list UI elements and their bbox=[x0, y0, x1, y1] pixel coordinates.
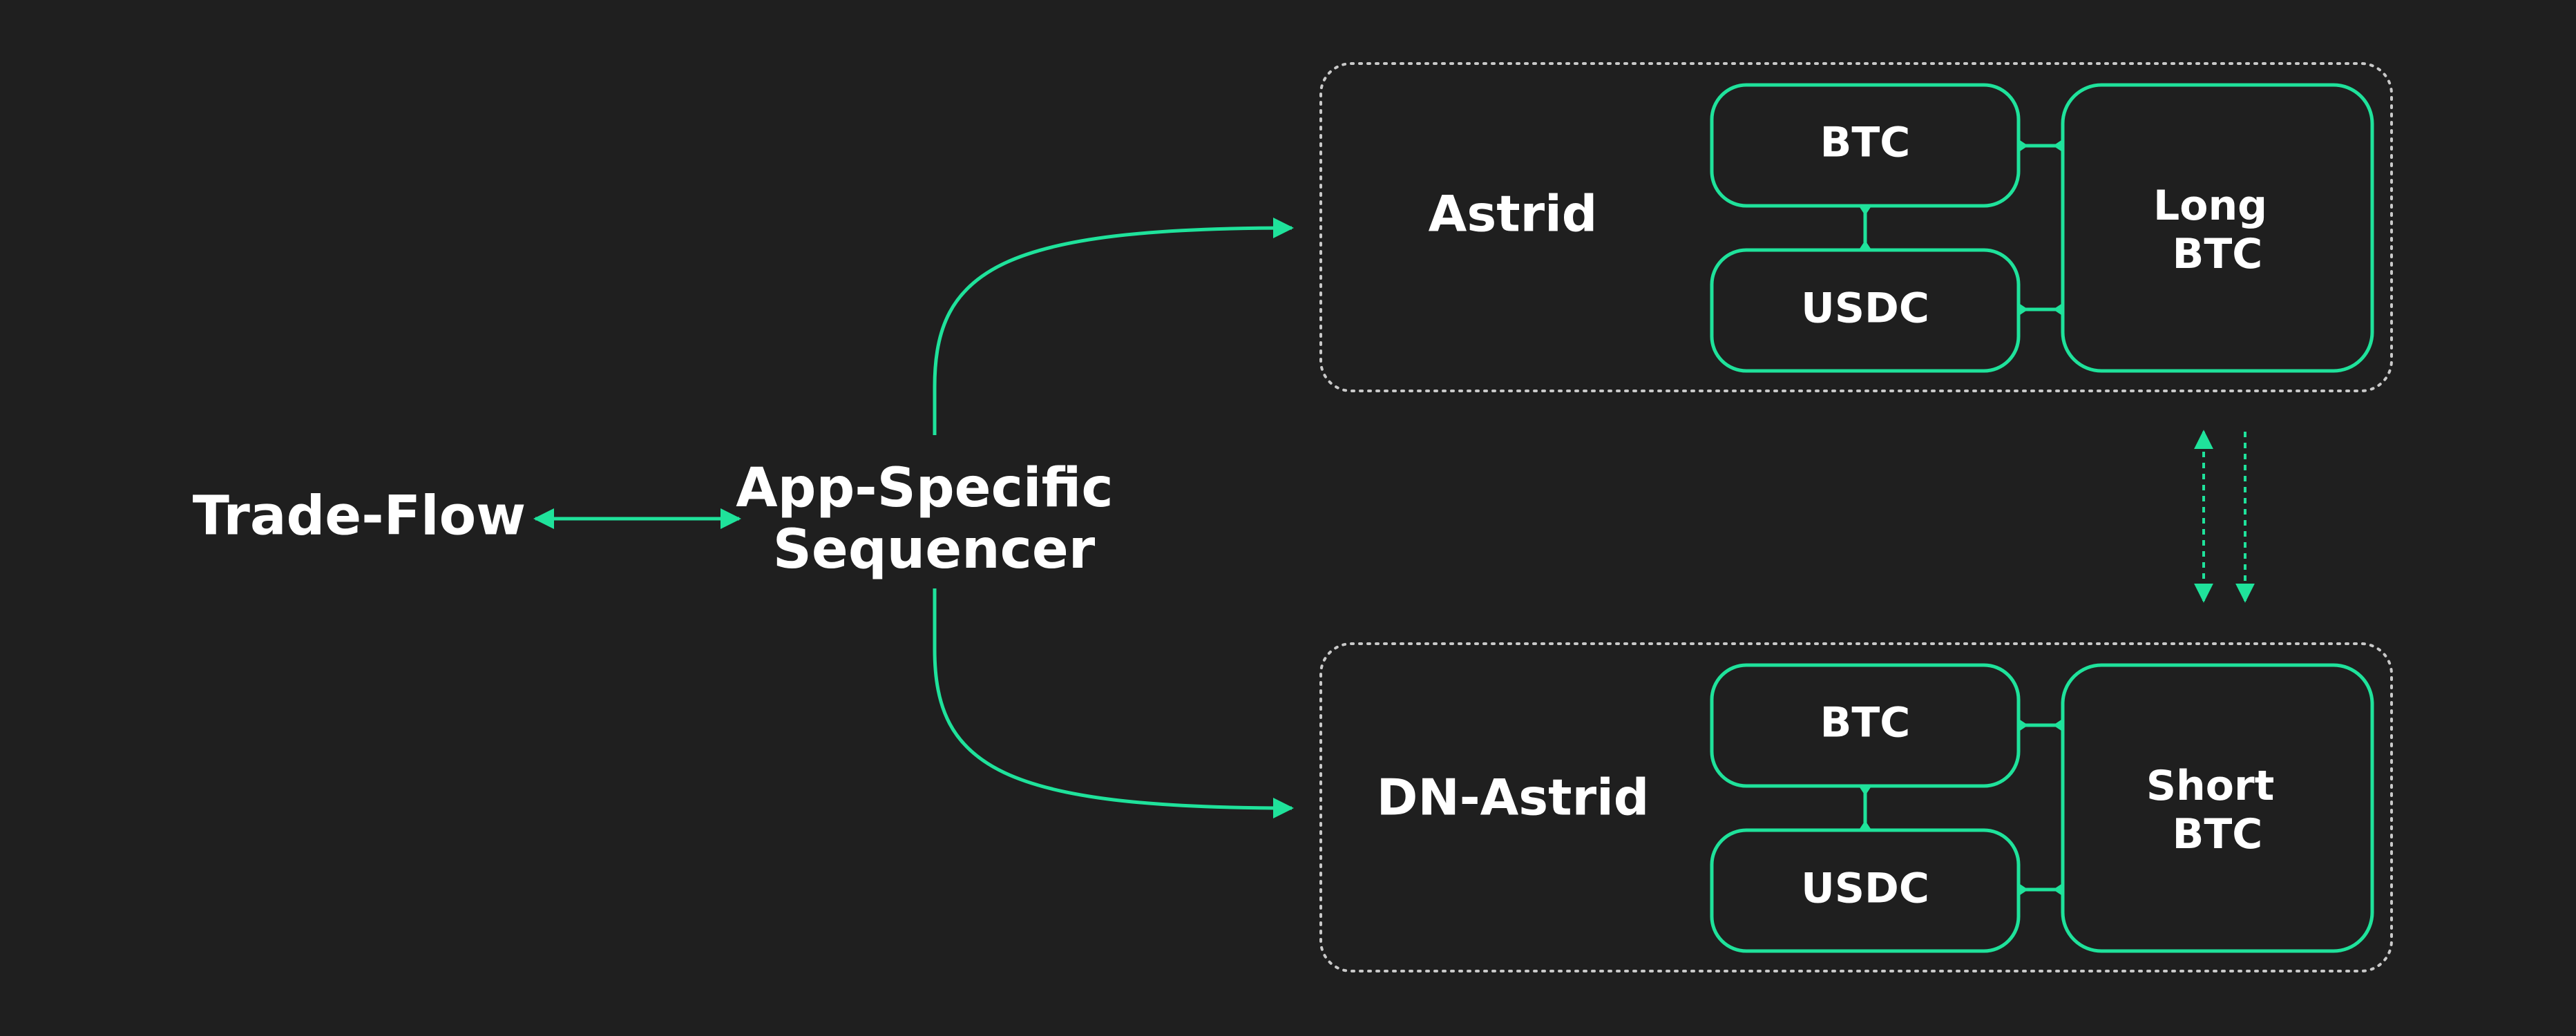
dn-astrid-short-btc-box bbox=[2061, 663, 2374, 953]
astrid-long-btc-label: Long BTC bbox=[2153, 182, 2282, 278]
sequencer-to-astrid-connector bbox=[933, 218, 1294, 435]
sequencer-label-line-2: Sequencer bbox=[773, 519, 1096, 581]
sequencer-label: App-Specific Sequencer bbox=[736, 457, 1132, 581]
dn-astrid-vault-frame bbox=[1319, 642, 2393, 972]
dn-astrid-btc-label: BTC bbox=[1820, 699, 1911, 747]
trade-flow-label: Trade-Flow bbox=[193, 485, 526, 547]
astrid-vault: Astrid BTC USDC Long BTC bbox=[1319, 62, 2393, 392]
astrid-usdc-pill bbox=[1710, 248, 2021, 373]
dn-astrid-usdc-pill bbox=[1710, 828, 2021, 953]
astrid-vault-title: Astrid bbox=[1429, 185, 1598, 243]
dn-astrid-short-btc-label: Short BTC bbox=[2146, 762, 2289, 858]
astrid-position-line-1: Long bbox=[2153, 182, 2267, 230]
dn-astrid-vault-title: DN-Astrid bbox=[1377, 769, 1650, 827]
dn-astrid-usdc-label: USDC bbox=[1801, 865, 1929, 913]
sequencer-label-line-1: App-Specific bbox=[736, 457, 1113, 519]
dn-astrid-btc-pill bbox=[1710, 663, 2021, 788]
astrid-usdc-label: USDC bbox=[1801, 285, 1929, 333]
dn-astrid-position-line-1: Short bbox=[2146, 762, 2274, 810]
dn-astrid-vault: DN-Astrid BTC USDC Short BTC bbox=[1319, 642, 2393, 972]
astrid-position-line-2: BTC bbox=[2173, 230, 2263, 278]
astrid-vault-frame bbox=[1319, 62, 2393, 392]
dn-astrid-position-line-2: BTC bbox=[2173, 810, 2263, 858]
astrid-btc-pill bbox=[1710, 83, 2021, 208]
astrid-btc-label: BTC bbox=[1820, 119, 1911, 167]
sequencer-to-dn-astrid-connector bbox=[933, 588, 1294, 818]
astrid-long-btc-box bbox=[2061, 83, 2374, 373]
